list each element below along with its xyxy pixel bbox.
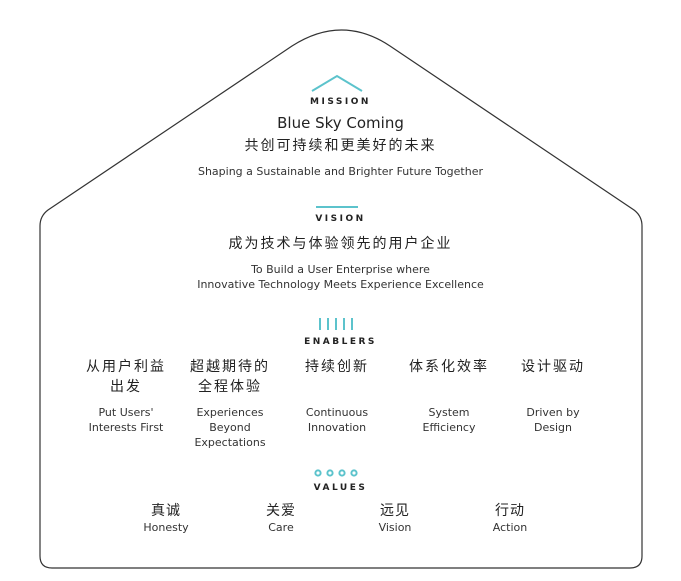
vision-title-cn: 成为技术与体验领先的用户企业 [228,236,453,252]
enabler-item: 从用户利益 出发 Put Users' Interests First [76,357,176,435]
enabler-en: Put Users' Interests First [88,406,164,434]
house-border [39,29,643,569]
enabler-en: System Efficiency [422,406,476,434]
value-en: Care [268,521,294,534]
value-item: 真诚 Honesty [121,502,211,535]
enabler-en: Continuous Innovation [305,406,369,434]
value-cn: 关爱 [266,503,296,519]
enabler-cn: 持续创新 [305,359,369,375]
value-item: 行动 Action [465,502,555,535]
enabler-item: 体系化效率 System Efficiency [399,357,499,435]
mission-title-en: Blue Sky Coming [277,114,404,132]
dots-icon [314,469,358,477]
value-item: 远见 Vision [350,502,440,535]
enabler-item: 持续创新 Continuous Innovation [287,357,387,435]
enabler-en: Experiences Beyond Expectations [194,406,266,449]
enabler-item: 设计驱动 Driven by Design [503,357,603,435]
pillars-icon [319,318,353,330]
enabler-cn: 超越期待的 全程体验 [190,359,270,395]
enablers-label: ENABLERS [304,337,377,347]
vision-line-1: To Build a User Enterprise where [251,263,430,276]
value-cn: 远见 [380,503,410,519]
enabler-cn: 从用户利益 出发 [86,359,166,395]
enabler-item: 超越期待的 全程体验 Experiences Beyond Expectatio… [180,357,280,450]
value-item: 关爱 Care [236,502,326,535]
value-cn: 行动 [495,503,525,519]
value-en: Vision [378,521,412,534]
value-cn: 真诚 [151,503,181,519]
vision-label: VISION [315,214,366,224]
roof-icon [311,74,363,92]
values-label: VALUES [313,483,368,493]
enabler-cn: 设计驱动 [521,359,585,375]
vision-line-2: Innovative Technology Meets Experience E… [197,278,484,291]
mission-subtitle: Shaping a Sustainable and Brighter Futur… [197,165,484,178]
value-en: Honesty [143,521,189,534]
enabler-cn: 体系化效率 [409,359,489,375]
value-en: Action [492,521,528,534]
mission-title-cn: 共创可持续和更美好的未来 [244,138,437,154]
mission-label: MISSION [310,97,371,107]
enabler-en: Driven by Design [526,406,580,434]
